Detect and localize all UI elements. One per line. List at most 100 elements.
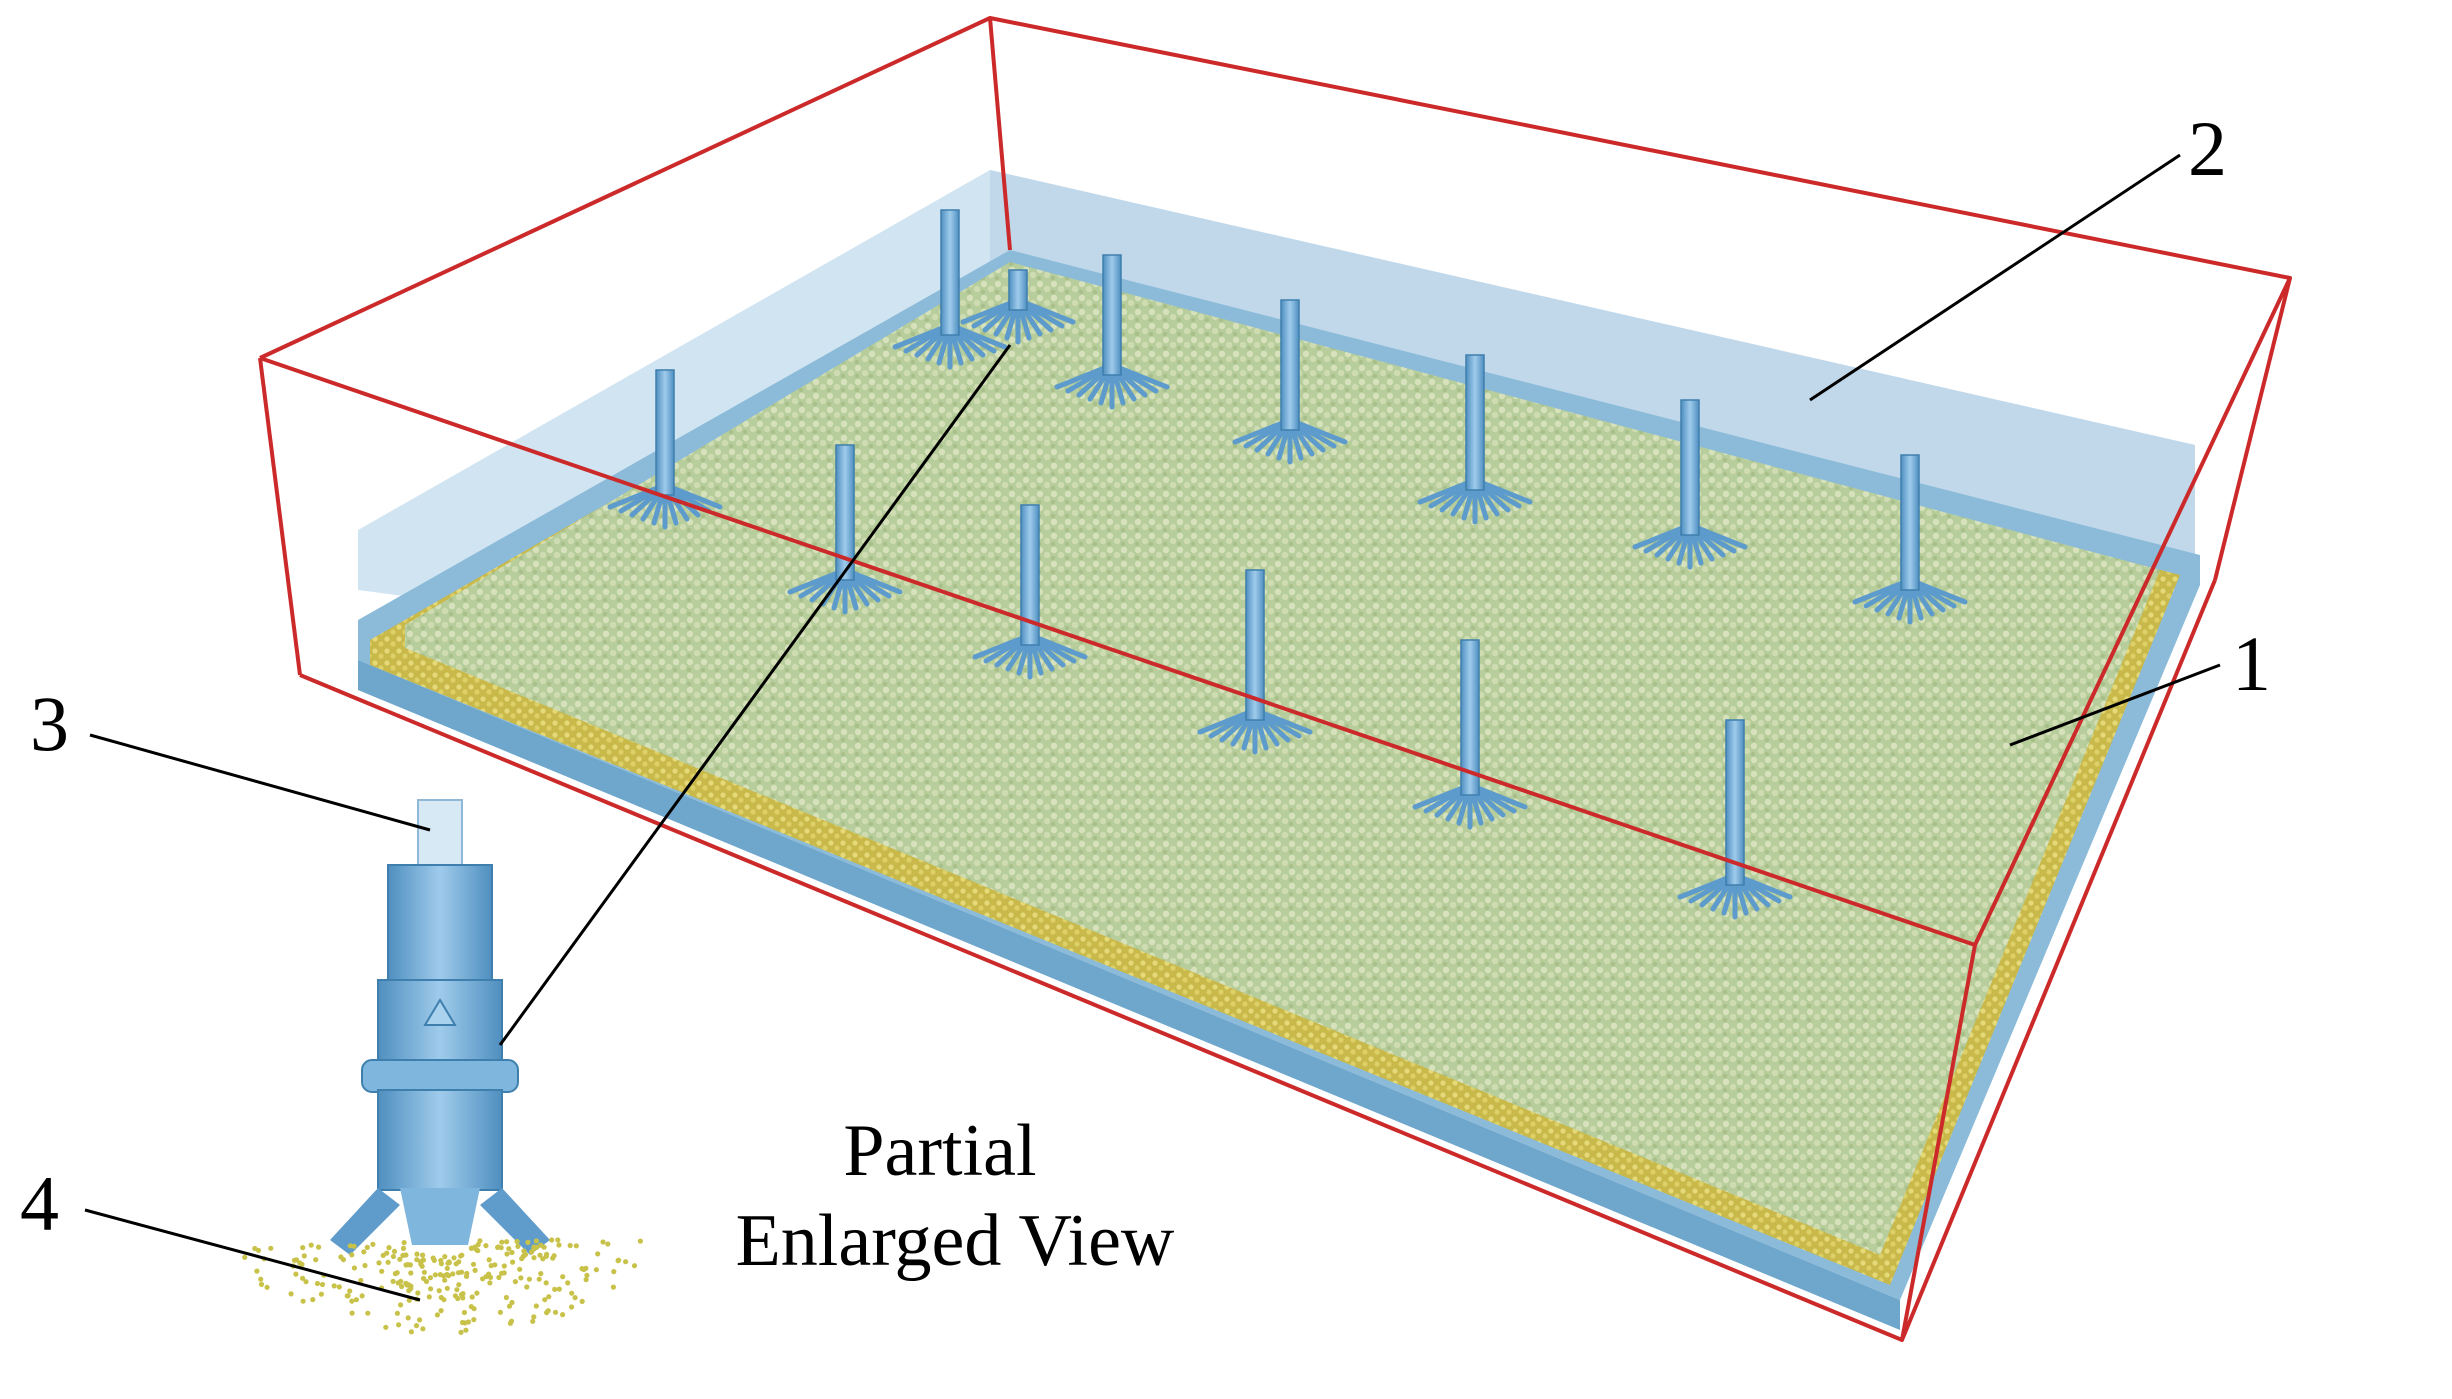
spray-particle bbox=[300, 1245, 306, 1251]
spray-particle bbox=[351, 1243, 357, 1249]
spray-particle bbox=[436, 1288, 442, 1294]
spray-particle bbox=[415, 1290, 421, 1296]
spray-particle bbox=[544, 1310, 550, 1316]
spray-particle bbox=[421, 1275, 427, 1282]
spray-particle bbox=[258, 1276, 264, 1282]
spray-particle bbox=[454, 1287, 460, 1293]
leader-line-4 bbox=[84, 1208, 421, 1302]
spray-particle bbox=[551, 1253, 557, 1259]
spray-particle bbox=[469, 1294, 475, 1300]
spray-particle bbox=[537, 1252, 543, 1258]
spray-particle bbox=[543, 1280, 549, 1286]
spray-particle bbox=[408, 1270, 414, 1276]
piles-group bbox=[607, 209, 1968, 920]
pile-6 bbox=[1852, 454, 1968, 625]
spray-particle bbox=[499, 1239, 505, 1245]
spray-particle bbox=[503, 1294, 509, 1301]
spray-particle bbox=[446, 1273, 452, 1279]
spray-particle bbox=[508, 1318, 515, 1324]
pile-2 bbox=[1054, 254, 1170, 410]
spray-particle bbox=[579, 1266, 585, 1272]
spray-particle bbox=[552, 1286, 558, 1292]
spray-particle bbox=[392, 1271, 398, 1277]
enlarged-pile-lower-tube bbox=[377, 1089, 503, 1191]
spray-particle bbox=[595, 1251, 601, 1257]
spray-particle bbox=[403, 1262, 409, 1268]
spray-particle bbox=[349, 1298, 355, 1304]
spray-particle bbox=[517, 1266, 523, 1272]
spray-particle bbox=[531, 1255, 537, 1261]
spray-particle bbox=[487, 1280, 493, 1286]
spray-particle bbox=[365, 1310, 371, 1316]
pile-1 bbox=[892, 209, 1008, 370]
pile-11 bbox=[1412, 639, 1528, 830]
spray-particle bbox=[427, 1275, 433, 1281]
spray-particle bbox=[380, 1252, 386, 1258]
spray-particle bbox=[420, 1257, 427, 1263]
spray-particle bbox=[492, 1262, 498, 1268]
pile-13 bbox=[960, 269, 1076, 345]
spray-particle bbox=[364, 1244, 370, 1250]
spray-particle bbox=[401, 1240, 407, 1246]
spray-particle bbox=[446, 1260, 452, 1266]
pile-12 bbox=[1677, 719, 1793, 920]
spray-particle bbox=[555, 1237, 561, 1243]
spray-particle bbox=[567, 1242, 573, 1249]
enlarged-pile bbox=[330, 799, 550, 1255]
spray-particle bbox=[611, 1269, 617, 1275]
spray-particle bbox=[438, 1308, 444, 1314]
spray-particle bbox=[438, 1261, 444, 1267]
spray-particle bbox=[579, 1298, 585, 1304]
spray-particle bbox=[406, 1288, 412, 1294]
spray-particle bbox=[525, 1239, 531, 1245]
spray-particle bbox=[533, 1238, 540, 1244]
spray-particle bbox=[465, 1319, 471, 1325]
spray-particle bbox=[390, 1253, 396, 1260]
enlarged-pile-rod bbox=[417, 799, 463, 871]
pile-5 bbox=[1632, 399, 1748, 570]
spray-particle bbox=[569, 1290, 575, 1296]
spray-particle bbox=[509, 1299, 515, 1306]
spray-particle bbox=[407, 1262, 413, 1268]
spray-particle bbox=[486, 1271, 492, 1277]
spray-particle bbox=[501, 1263, 507, 1269]
pile-7 bbox=[607, 369, 723, 530]
spray-particle bbox=[565, 1280, 571, 1286]
particle-spray bbox=[242, 1237, 644, 1335]
spray-particle bbox=[444, 1265, 450, 1271]
spray-particle bbox=[421, 1269, 427, 1275]
spray-particle bbox=[242, 1254, 248, 1260]
spray-particle bbox=[456, 1282, 462, 1288]
spray-particle bbox=[497, 1309, 503, 1315]
spray-particle bbox=[560, 1274, 566, 1280]
spray-particle bbox=[268, 1245, 274, 1251]
spray-particle bbox=[460, 1291, 466, 1297]
enlarged-pile-tip bbox=[400, 1188, 480, 1245]
spray-particle bbox=[308, 1242, 314, 1248]
spray-particle bbox=[414, 1257, 420, 1263]
spray-particle bbox=[452, 1293, 458, 1299]
spray-particle bbox=[506, 1246, 512, 1252]
spray-particle bbox=[386, 1245, 392, 1251]
spray-particle bbox=[379, 1268, 385, 1274]
spray-particle bbox=[584, 1272, 590, 1278]
spray-particle bbox=[351, 1265, 357, 1271]
spray-particle bbox=[514, 1238, 520, 1245]
spray-particle bbox=[536, 1276, 542, 1282]
spray-particle bbox=[572, 1295, 578, 1301]
spray-particle bbox=[471, 1317, 477, 1323]
spray-particle bbox=[474, 1290, 480, 1296]
spray-particle bbox=[623, 1259, 629, 1265]
spray-particle bbox=[396, 1322, 402, 1328]
spray-particle bbox=[472, 1267, 478, 1273]
spray-particle bbox=[610, 1284, 617, 1290]
spray-particle bbox=[358, 1277, 364, 1284]
spray-particle bbox=[405, 1315, 411, 1321]
spray-particle bbox=[471, 1306, 477, 1312]
spray-particle bbox=[509, 1259, 516, 1265]
leader-line-zoom bbox=[498, 344, 1012, 1046]
caption-line-2: Enlarged View bbox=[736, 1200, 1175, 1282]
spray-particle bbox=[456, 1259, 462, 1265]
spray-particle bbox=[293, 1271, 299, 1277]
spray-particle bbox=[533, 1303, 539, 1309]
